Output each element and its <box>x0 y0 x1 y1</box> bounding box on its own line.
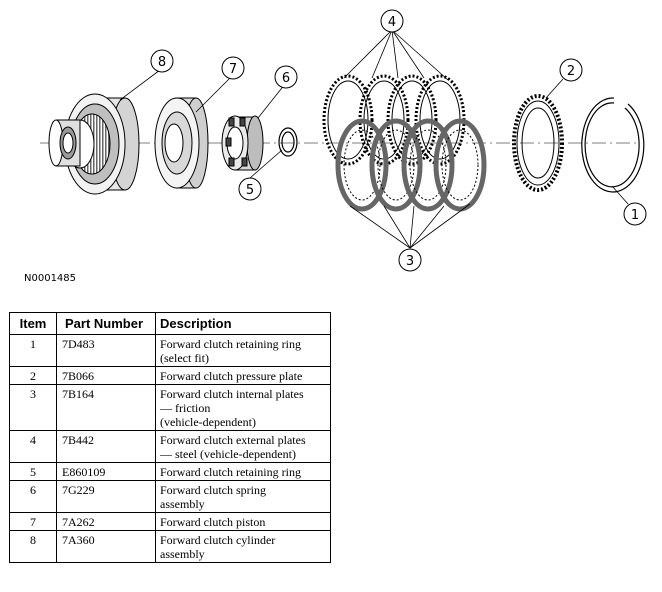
part-number: 7A360 <box>56 530 156 563</box>
svg-text:3: 3 <box>406 254 414 269</box>
item-number: 5 <box>9 462 57 481</box>
callout-4: 4 <box>380 9 404 33</box>
svg-text:2: 2 <box>567 64 575 79</box>
description-line: Forward clutch external plates <box>160 433 306 447</box>
part-number: E860109 <box>56 462 156 481</box>
header-item: Item <box>9 312 57 335</box>
description-line: — friction <box>160 401 211 415</box>
description: Forward clutch external plates— steel (v… <box>155 430 331 463</box>
description-line: Forward clutch retaining ring <box>160 337 301 351</box>
callout-1: 1 <box>623 202 647 226</box>
description: Forward clutch retaining ring(select fit… <box>155 334 331 367</box>
callout-7: 7 <box>221 56 245 80</box>
header-part-number: Part Number <box>56 312 156 335</box>
small-retaining-ring-drawing <box>278 127 298 157</box>
part-number: 7A262 <box>56 512 156 531</box>
svg-text:4: 4 <box>388 15 396 30</box>
description-line: Forward clutch piston <box>160 515 266 529</box>
description-line: Forward clutch pressure plate <box>160 369 303 383</box>
description-line: assembly <box>160 497 205 511</box>
item-number: 3 <box>9 384 57 431</box>
part-number: 7B442 <box>56 430 156 463</box>
table-header-row: Item Part Number Description <box>9 312 331 335</box>
description-line: Forward clutch spring <box>160 483 266 497</box>
description-line: (vehicle-dependent) <box>160 415 256 429</box>
description-line: (select fit) <box>160 351 209 365</box>
description-line: Forward clutch retaining ring <box>160 465 301 479</box>
description-line: assembly <box>160 547 205 561</box>
spring-assembly-drawing <box>221 115 264 171</box>
pressure-plate-drawing <box>512 94 564 192</box>
description: Forward clutch retaining ring <box>155 462 331 481</box>
header-description: Description <box>155 312 331 335</box>
clutch-plates-drawing <box>322 74 487 212</box>
description: Forward clutch internal plates— friction… <box>155 384 331 431</box>
figure-id: N0001485 <box>24 273 77 284</box>
callout-6: 6 <box>274 65 298 89</box>
svg-text:1: 1 <box>631 208 639 223</box>
part-number: 7G229 <box>56 480 156 513</box>
part-number: 7D483 <box>56 334 156 367</box>
svg-text:7: 7 <box>229 62 237 77</box>
item-number: 6 <box>9 480 57 513</box>
svg-text:5: 5 <box>246 183 254 198</box>
svg-text:8: 8 <box>158 55 166 70</box>
description-line: — steel (vehicle-dependent) <box>160 447 296 461</box>
part-number: 7B164 <box>56 384 156 431</box>
item-number: 1 <box>9 334 57 367</box>
clutch-cylinder-drawing <box>48 93 140 195</box>
part-number: 7B066 <box>56 366 156 385</box>
item-number: 2 <box>9 366 57 385</box>
item-number: 8 <box>9 530 57 563</box>
description: Forward clutch piston <box>155 512 331 531</box>
description-line: Forward clutch internal plates <box>160 387 304 401</box>
leader-lines <box>119 29 629 249</box>
item-number: 4 <box>9 430 57 463</box>
callout-5: 5 <box>238 177 262 201</box>
callout-markers: 1 2 3 4 5 6 7 8 <box>150 9 647 272</box>
svg-text:6: 6 <box>282 71 290 86</box>
callout-8: 8 <box>150 49 174 73</box>
callout-2: 2 <box>559 58 583 82</box>
clutch-piston-drawing <box>154 97 209 189</box>
exploded-view-diagram: 1 2 3 4 5 6 7 8 <box>40 9 647 272</box>
large-retaining-ring-drawing <box>581 97 645 193</box>
description-line: Forward clutch cylinder <box>160 533 276 547</box>
item-number: 7 <box>9 512 57 531</box>
description: Forward clutch pressure plate <box>155 366 331 385</box>
callout-3: 3 <box>398 248 422 272</box>
